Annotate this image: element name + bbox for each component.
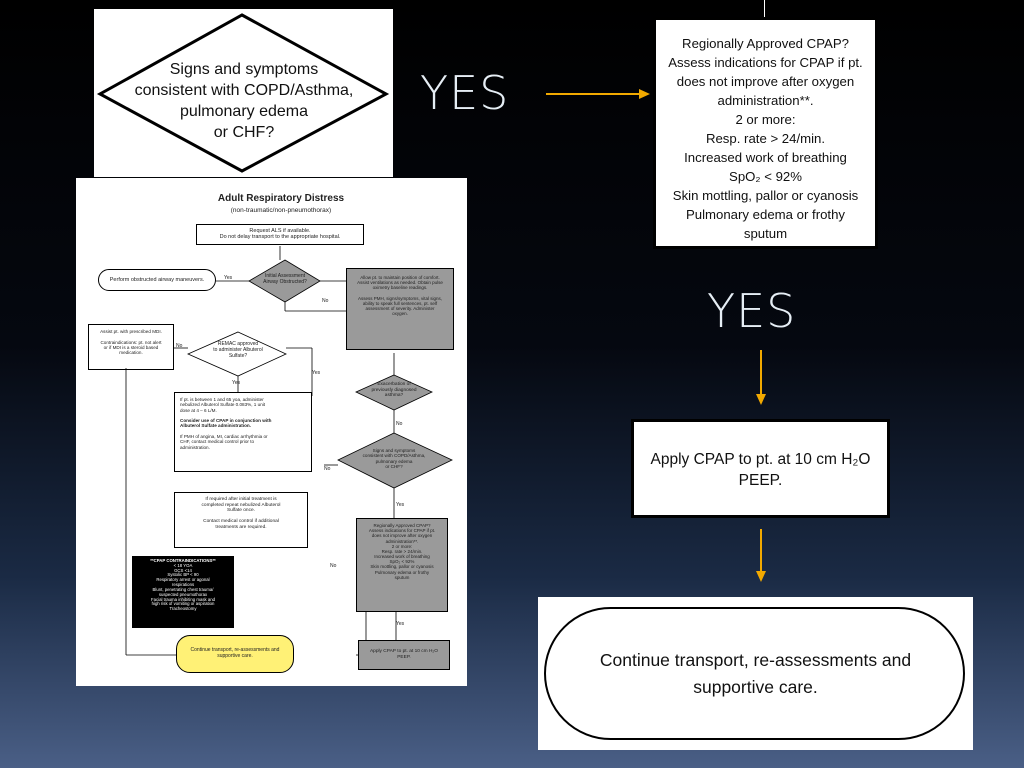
cpap-box-connector-top <box>764 0 765 17</box>
albuterol-box: If pt. is between 1 and 65 yoa, administ… <box>174 392 312 472</box>
cpap-contraindications-box: **CPAP CONTRAINDICATIONS** < 18 YOA GCS … <box>132 556 234 628</box>
thumbnail-connectors <box>125 246 453 656</box>
label-yes-5: Yes <box>396 621 405 627</box>
continue-rounded-box <box>544 607 965 740</box>
label-no-4: No <box>324 466 331 472</box>
cpap-criteria-text: Regionally Approved CPAP? Assess indicat… <box>668 36 863 241</box>
thumbnail-title: Adult Respiratory Distress <box>217 193 345 204</box>
exacerbation-text: Exacerbation of previously diagnosed ast… <box>371 382 417 399</box>
decision-diamond-panel: Signs and symptoms consistent with COPD/… <box>94 9 393 177</box>
initial-assessment-text: Initial Assessment Airway Obstructed? <box>263 273 307 285</box>
apply-cpap-text: Apply CPAP to pt. at 10 cm H₂O PEEP. <box>650 451 871 489</box>
yes-label-middle: YES <box>707 284 797 338</box>
label-yes-2: Yes <box>312 370 321 376</box>
label-no-2: No <box>176 343 183 349</box>
continue-mini-box: Continue transport, re-assessments and s… <box>176 635 294 673</box>
gray-assessment-box: Allow pt. to maintain position of comfor… <box>346 268 454 350</box>
thumbnail-subtitle: (non-traumatic/non-pneumothorax) <box>230 207 332 214</box>
yes-label-top: YES <box>420 66 510 120</box>
continue-text: Continue transport, re-assessments and s… <box>599 650 912 697</box>
label-no-1: No <box>322 298 329 304</box>
rehmac-text: REMAC approved to administer Albuterol S… <box>213 341 263 359</box>
cpap-criteria-box: Regionally Approved CPAP? Assess indicat… <box>653 17 878 249</box>
continue-panel: Continue transport, re-assessments and s… <box>538 597 973 750</box>
label-yes-1: Yes <box>224 275 233 281</box>
decision-diamond-text: Signs and symptoms consistent with COPD/… <box>134 61 354 141</box>
arrow-down-1 <box>756 350 766 405</box>
arrow-down-2 <box>756 529 766 582</box>
label-yes-4: Yes <box>396 502 405 508</box>
flowchart-thumbnail: Adult Respiratory Distress (non-traumati… <box>76 178 467 686</box>
repeat-box: If required after initial treatment is c… <box>174 492 308 548</box>
label-no-5: No <box>330 563 337 569</box>
arrow-right <box>546 89 650 99</box>
signs-mini-text: Signs and symptoms consistent with COPD/… <box>362 448 426 469</box>
cpap-mini-box: Regionally Approved CPAP? Assess indicat… <box>356 518 448 612</box>
obstructed-airway-box: Perform obstructed airway maneuvers. <box>98 269 216 291</box>
label-yes-3: Yes <box>232 380 241 386</box>
decision-diamond-shape <box>96 13 390 173</box>
apply-cpap-box: Apply CPAP to pt. at 10 cm H₂O PEEP. <box>631 419 890 518</box>
apply-mini-box: Apply CPAP to pt. at 10 cm H₂O PEEP. <box>358 640 450 670</box>
request-als-box: Request ALS if available. Do not delay t… <box>196 224 364 245</box>
assist-mdi-box: Assist pt. with prescribed MDI. Contrain… <box>88 324 174 370</box>
label-no-3: No <box>396 421 403 427</box>
